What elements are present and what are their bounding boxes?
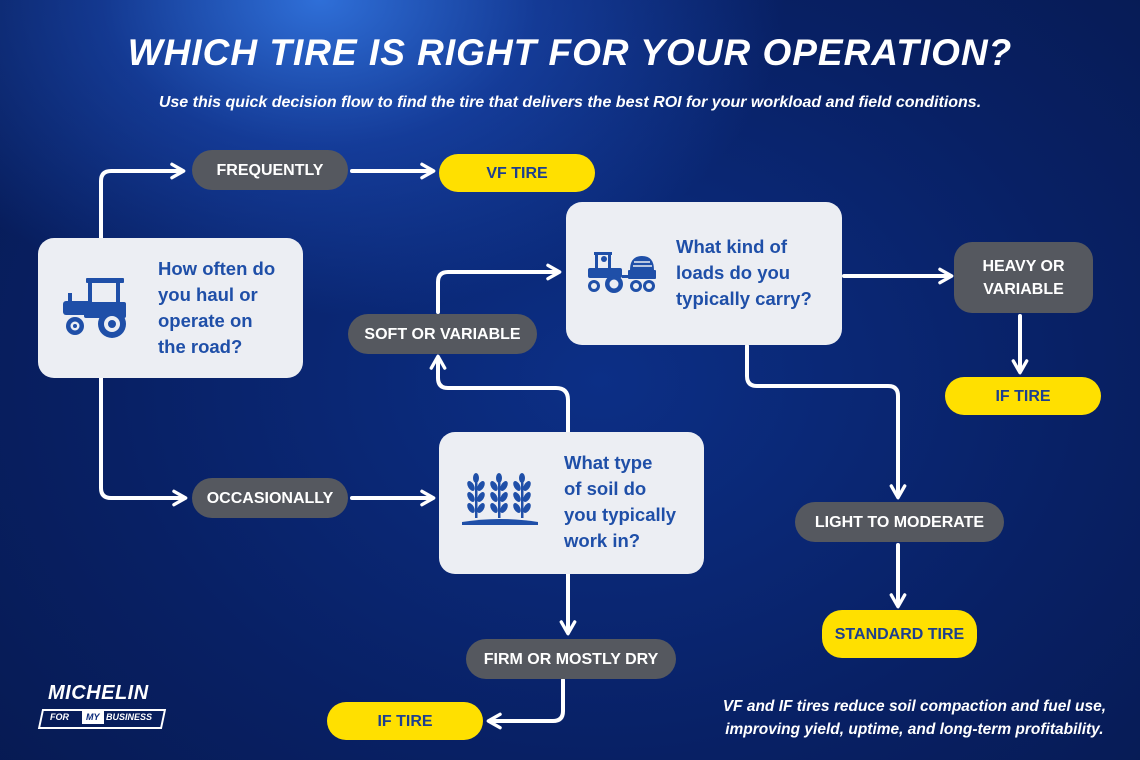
result-vf-tire: VF TIRE — [439, 154, 595, 192]
logo-brand: MICHELIN — [48, 682, 149, 704]
arrow-firm-to-if — [486, 678, 565, 730]
crops-icon — [462, 472, 538, 533]
crop-stalk-1 — [467, 473, 485, 518]
answer-soft-or-variable: SOFT OR VARIABLE — [348, 314, 537, 354]
result-if-tire-loads: IF TIRE — [945, 377, 1101, 415]
arrow-loads-to-light — [745, 344, 907, 500]
tractor-trailer-icon — [586, 248, 660, 301]
logo-tag-my: MY — [82, 710, 104, 724]
tractor-icon — [58, 274, 134, 345]
arrow-road-to-occasionally — [99, 376, 188, 507]
footer-note: VF and IF tires reduce soil compaction a… — [722, 698, 1106, 738]
logo-tag-for: FOR — [50, 712, 69, 722]
arrow-road-to-frequently — [99, 162, 186, 240]
page-subtitle: Use this quick decision flow to find the… — [158, 94, 982, 111]
question-soil-box — [439, 432, 704, 574]
answer-light-to-moderate: LIGHT TO MODERATE — [795, 502, 1004, 542]
result-if-tire-soil: IF TIRE — [327, 702, 483, 740]
question-soil-text: What type of soil do you typically work … — [564, 452, 677, 551]
question-road-text: How often do you haul or operate on the … — [158, 258, 276, 357]
logo-tag-business: BUSINESS — [106, 712, 153, 722]
answer-firm-or-mostly-dry: FIRM OR MOSTLY DRY — [466, 639, 676, 679]
result-standard-tire: STANDARD TIRE — [822, 610, 977, 658]
answer-heavy-or-variable: HEAVY OR VARIABLE — [954, 242, 1093, 313]
question-loads-text: What kind of loads do you typically carr… — [676, 236, 812, 309]
page-title: WHICH TIRE IS RIGHT FOR YOUR OPERATION? — [127, 32, 1013, 73]
arrow-soil-to-soft — [429, 354, 570, 434]
michelin-logo: MICHELIN FOR MY BUSINESS — [37, 682, 180, 734]
answer-occasionally: OCCASIONALLY — [192, 478, 348, 518]
answer-frequently: FREQUENTLY — [192, 150, 348, 190]
arrow-soft-to-loads — [436, 263, 562, 314]
